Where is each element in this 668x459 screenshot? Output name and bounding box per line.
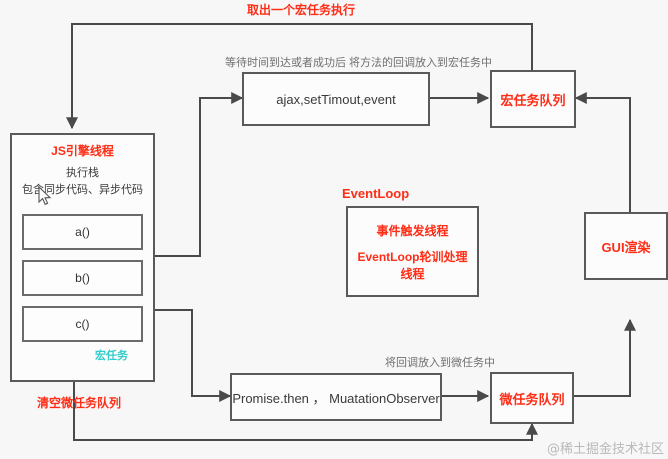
macrotask-source-box[interactable]: ajax,setTimout,event	[242, 72, 430, 126]
microtask-source-box[interactable]: Promise.then ， MuatationObserver	[230, 373, 442, 421]
note-clear-microtask-queue: 清空微任务队列	[37, 396, 122, 410]
note-macrotask-callback: 等待时间到达或者成功后 将方法的回调放入到宏任务中	[225, 57, 493, 69]
note-take-one-macrotask: 取出一个宏任务执行	[247, 3, 356, 17]
stack-frame-b-label: b()	[75, 271, 90, 285]
macrotask-queue-box[interactable]: 宏任务队列	[490, 70, 576, 128]
stack-frame-c-label: c()	[75, 317, 90, 331]
eventloop-poll-thread-label-line2: 线程	[400, 266, 425, 281]
js-engine-code-kinds-label: 包含同步代码、异步代码	[22, 183, 143, 196]
event-trigger-thread-label: 事件触发线程	[376, 223, 449, 238]
watermark: @稀土掘金技术社区	[546, 442, 664, 457]
eventloop-title: EventLoop	[342, 186, 410, 201]
microtask-queue-box[interactable]: 微任务队列	[490, 372, 574, 424]
stack-frame-a[interactable]: a()	[22, 214, 143, 250]
note-microtask-callback: 将回调放入到微任务中	[385, 357, 495, 369]
stack-frame-a-label: a()	[75, 225, 90, 239]
js-engine-thread-title: JS引擎线程	[51, 144, 114, 158]
gui-render-label: GUI渲染	[601, 239, 651, 255]
js-engine-thread-box[interactable]: JS引擎线程 执行栈 包含同步代码、异步代码	[10, 133, 155, 382]
macrotask-source-label: ajax,setTimout,event	[276, 91, 396, 107]
macrotask-queue-label: 宏任务队列	[500, 92, 566, 108]
macrotask-tag: 宏任务	[95, 350, 128, 362]
eventloop-poll-thread-label-line1: EventLoop轮训处理	[357, 249, 468, 264]
stack-frame-c[interactable]: c()	[22, 306, 143, 342]
js-engine-call-stack-label: 执行栈	[66, 167, 99, 179]
eventloop-box[interactable]: 事件触发线程 EventLoop轮训处理 线程	[346, 206, 479, 297]
microtask-source-label: Promise.then ， MuatationObserver	[232, 390, 440, 406]
microtask-queue-label: 微任务队列	[499, 391, 565, 407]
stack-frame-b[interactable]: b()	[22, 260, 143, 296]
gui-render-box[interactable]: GUI渲染	[584, 212, 668, 280]
